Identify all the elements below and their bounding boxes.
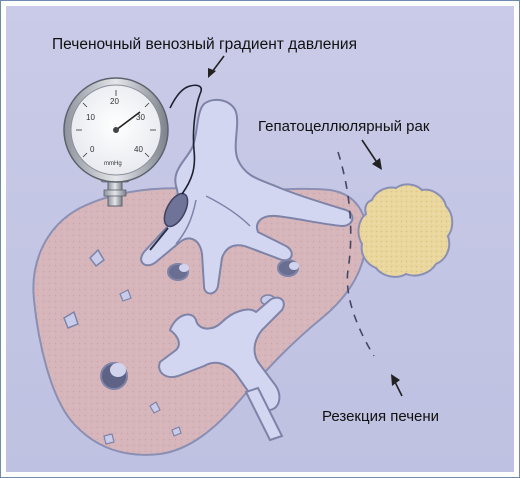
gauge-tick-30: 30 — [136, 113, 145, 122]
resection-label: Резекция печени — [322, 408, 439, 425]
gauge-tick-20: 20 — [110, 97, 119, 106]
tumor — [359, 184, 453, 277]
gauge-tick-0: 0 — [90, 145, 95, 154]
hcc-label: Гепатоцеллюлярный рак — [258, 118, 429, 135]
hvpg-label: Печеночный венозный градиент давления — [52, 36, 357, 54]
gauge-unit: mmHg — [104, 161, 122, 167]
illustration-panel: 0 10 20 30 40 mmHg — [6, 6, 514, 472]
gauge-tick-10: 10 — [86, 113, 95, 122]
gauge-tick-40: 40 — [134, 145, 143, 154]
liver-illustration: 0 10 20 30 40 mmHg — [6, 6, 514, 472]
